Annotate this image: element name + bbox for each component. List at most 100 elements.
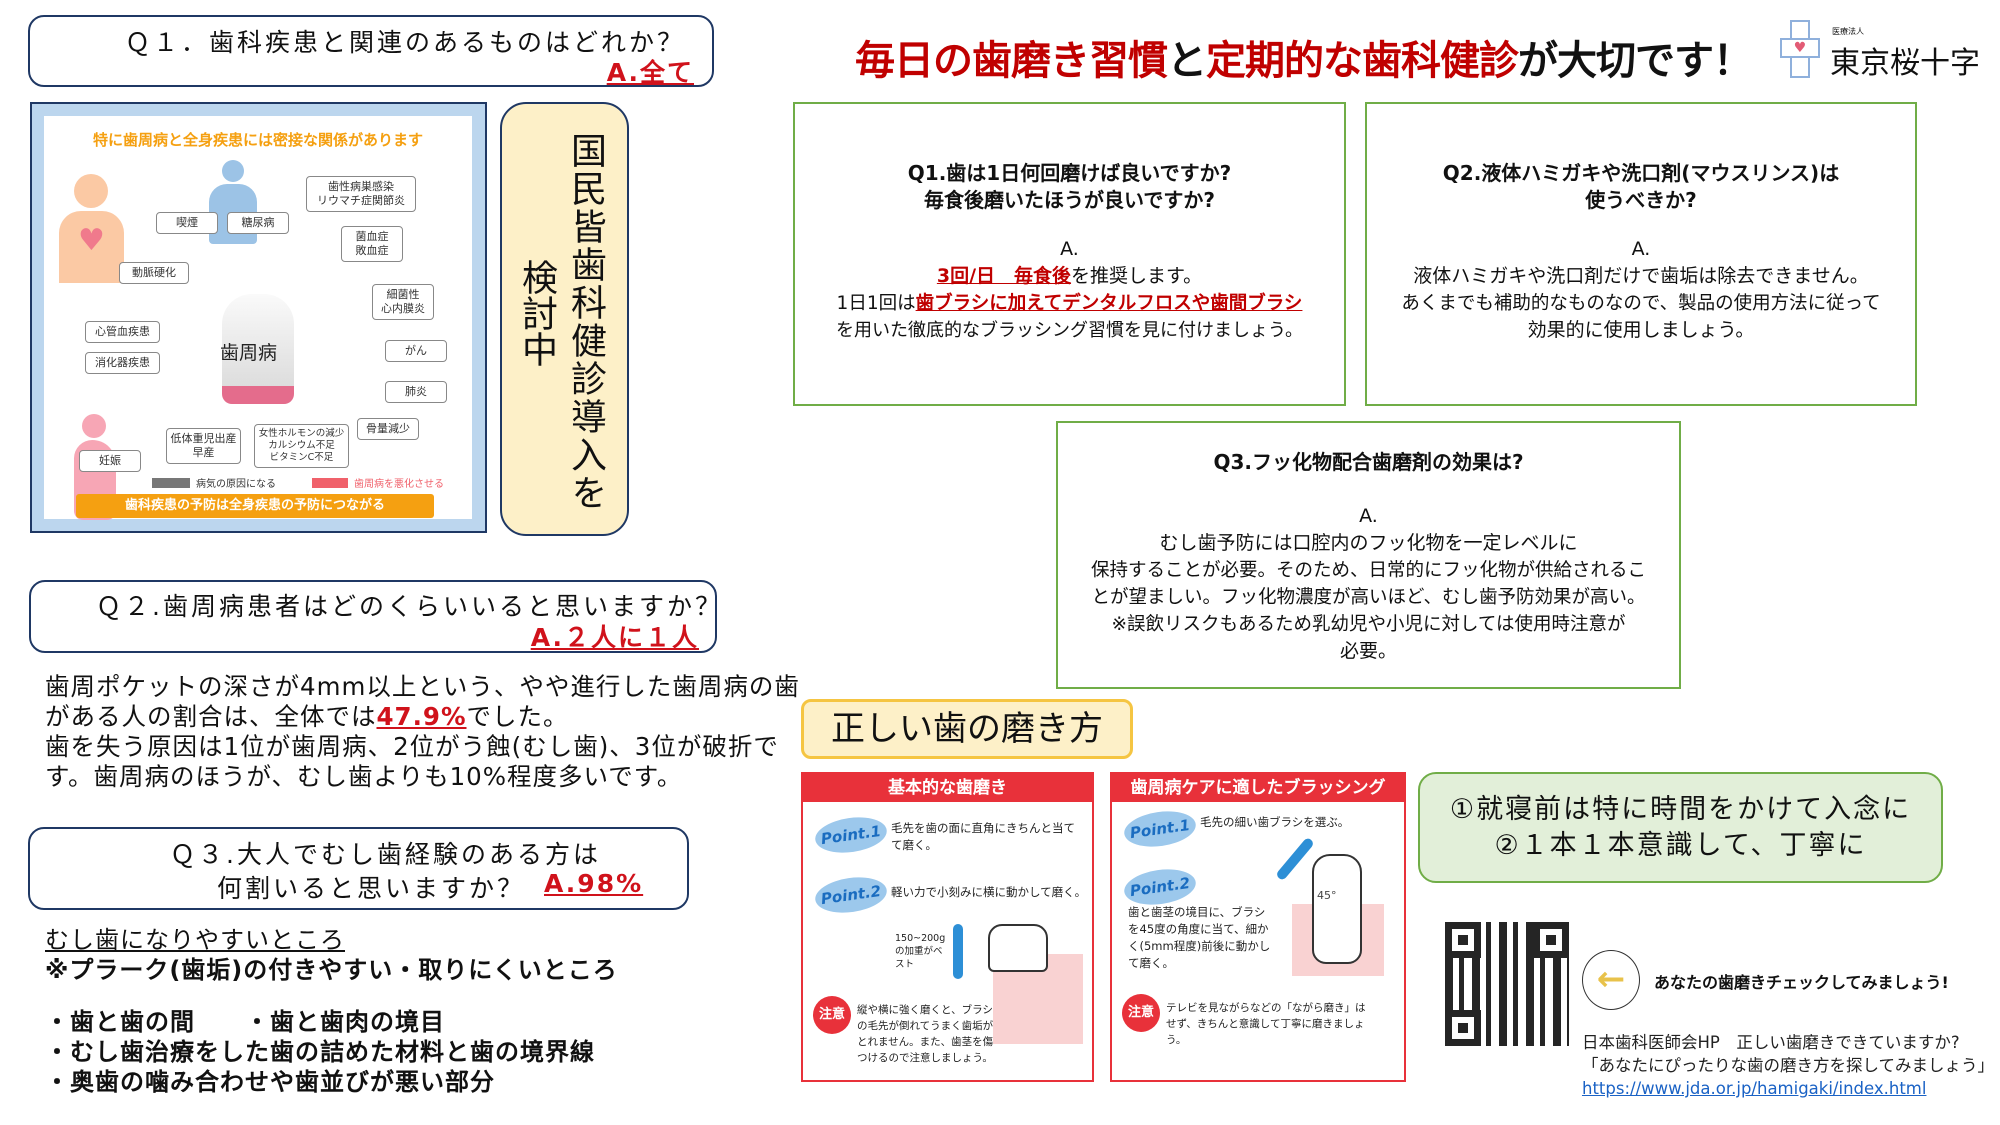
faq-q1-box: Q1.歯は1日何回磨けば良いですか? 毎食後磨いたほうが良いですか? A. 3回… xyxy=(793,102,1346,406)
point-1-text: 毛先を歯の面に直角にきちんと当てて磨く。 xyxy=(891,821,1075,852)
caution-text: 縦や横に強く磨くと、ブラシの毛先が倒れてうまく歯垢がとれません。また、歯茎を傷つ… xyxy=(857,1004,994,1064)
faq-q3-text: むし歯予防には口腔内のフッ化物を一定レベルに xyxy=(1159,532,1578,554)
diagram-title: 特に歯周病と全身疾患には密接な関係があります xyxy=(92,131,423,149)
point-2-badge: Point.2 xyxy=(812,873,890,917)
caution-badge: 注意 xyxy=(813,996,851,1034)
tip-2: ②１本１本意識して、丁寧に xyxy=(1494,830,1867,861)
source-line-1: 日本歯科医師会HP 正しい歯磨きできていますか? xyxy=(1581,1033,1960,1052)
legend-red: 歯周病を悪化させる xyxy=(354,479,444,490)
logo-text: 東京桜十字 xyxy=(1830,46,1980,81)
point-1-badge: Point.1 xyxy=(812,813,890,857)
faq-q2-a: A. xyxy=(1631,238,1651,260)
q3-line2: 何割いると思いますか？ xyxy=(217,874,526,903)
box-endocarditis: 細菌性 心内膜炎 xyxy=(372,284,434,320)
stats-line-1: 歯周ポケットの深さが4mm以上という、やや進行した歯周病の歯 xyxy=(45,672,800,701)
source-line-2: 「あなたにぴったりな歯の磨き方を探してみましょう」 xyxy=(1581,1056,1994,1075)
box-bone-loss: 骨量減少 xyxy=(357,418,419,440)
logo-small-text: 医療法人 xyxy=(1832,27,1864,36)
faq-q2-box: Q2.液体ハミガキや洗口剤(マウスリンス)は 使うべきか? A. 液体ハミガキや… xyxy=(1365,102,1917,406)
caries-item: ・むし歯治療をした歯の詰めた材料と歯の境界線 xyxy=(45,1038,595,1066)
faq-q3-question: Q3.フッ化物配合歯磨剤の効果は? xyxy=(1213,450,1524,474)
heart-person-body: ♥ xyxy=(59,211,124,283)
box-pneumonia: 肺炎 xyxy=(385,381,447,403)
stats-line-3: 歯を失う原因は1位が歯周病、2位がう蝕(むし歯)、3位が破折で xyxy=(45,732,779,761)
point-2-badge: Point.2 xyxy=(1121,865,1199,909)
page-title: 毎日の歯磨き習慣と定期的な歯科健診が大切です！ xyxy=(855,28,1753,86)
stats-text: がある人の割合は、全体では xyxy=(45,702,377,731)
box-smoking: 喫煙 xyxy=(156,212,218,234)
source-info: 日本歯科医師会HP 正しい歯磨きできていますか? 「あなたにぴったりな歯の磨き方… xyxy=(1582,1031,1994,1100)
caution-text: テレビを見ながらなどの「ながら磨き」はせず、きちんと意識して丁寧に磨きましょう。 xyxy=(1166,1002,1366,1046)
faq-q3-text: 保持することが必要。そのため、日常的にフッ化物が供給されるこ xyxy=(1090,560,1646,581)
box-arteriosclerosis: 動脈硬化 xyxy=(119,262,189,284)
title-part: が大切です！ xyxy=(1518,38,1753,84)
faq-q2-text: あくまでも補助的なものなので、製品の使用方法に従って xyxy=(1401,293,1881,314)
faq-q3-a: A. xyxy=(1359,505,1378,527)
toothbrush-icon xyxy=(953,924,963,979)
q2-question: Ｑ２.歯周病患者はどのくらいいると思いますか？ xyxy=(96,592,723,621)
caries-item: ・奥歯の噛み合わせや歯並びが悪い部分 xyxy=(45,1068,495,1096)
pressure-note: 150~200gの加重がベスト xyxy=(895,933,946,970)
cross-logo-bar: ♥ xyxy=(1780,38,1820,58)
legend-gray: 病気の原因になる xyxy=(196,479,276,490)
faq-q1-text: を用いた徹底的なブラッシング習慣を見に付けましょう。 xyxy=(836,320,1303,341)
q1-answer: A.全て xyxy=(606,58,694,87)
faq-q1-highlight: 歯ブラシに加えてデンタルフロスや歯間ブラシ xyxy=(915,293,1303,314)
faq-q3-box: Q3.フッ化物配合歯磨剤の効果は? A. むし歯予防には口腔内のフッ化物を一定レ… xyxy=(1056,421,1681,689)
panel-header: 歯周病ケアに適したブラッシング xyxy=(1112,774,1404,802)
faq-q1-question: Q1.歯は1日何回磨けば良いですか? xyxy=(907,161,1232,185)
logo: ♥ 医療法人 東京桜十字 xyxy=(1780,20,1996,81)
q1-box: Ｑ１．歯科疾患と関連のあるものはどれか？ A.全て xyxy=(28,15,714,87)
arrow-left-icon: ← xyxy=(1582,950,1640,1010)
check-label: あなたの歯磨きチェックしてみましょう! xyxy=(1654,973,1949,992)
box-diabetes: 糖尿病 xyxy=(227,212,289,234)
title-part: 毎日の歯磨き習慣 xyxy=(855,38,1168,84)
faq-q2-question: 使うべきか? xyxy=(1585,188,1697,212)
faq-q1-text: 1日1回は xyxy=(836,293,916,314)
box-sepsis: 菌血症 敗血症 xyxy=(341,226,403,262)
brushing-title: 正しい歯の磨き方 xyxy=(801,699,1133,759)
periodontal-stats: 歯周ポケットの深さが4mm以上という、やや進行した歯周病の歯 がある人の割合は、… xyxy=(45,672,800,792)
faq-q1-question: 毎食後磨いたほうが良いですか? xyxy=(923,188,1215,212)
stats-percentage: 47.9% xyxy=(376,702,467,731)
vertical-note-sub: 検討中 xyxy=(516,259,557,367)
title-part: 定期的な歯科健診 xyxy=(1206,38,1519,84)
caries-heading: むし歯になりやすいところ xyxy=(45,926,345,954)
point-1-badge: Point.1 xyxy=(1121,807,1199,851)
qr-code[interactable] xyxy=(1445,922,1569,1046)
faq-q2-text: 効果的に使用しましょう。 xyxy=(1527,319,1755,341)
box-hormone: 女性ホルモンの減少 カルシウム不足 ビタミンC不足 xyxy=(254,424,349,468)
faq-q1-highlight: 3回/日 毎食後 xyxy=(936,265,1072,287)
tooth-illustration xyxy=(1312,854,1362,964)
faq-q3-text: ※誤飲リスクもあるため乳幼児や小児に対しては使用時注意が xyxy=(1111,614,1626,635)
q3-line1: Ｑ３.大人でむし歯経験のある方は xyxy=(170,840,601,869)
tip-1: ①就寝前は特に時間をかけて入念に xyxy=(1449,794,1912,825)
jda-link[interactable]: https://www.jda.or.jp/hamigaki/index.htm… xyxy=(1581,1079,1927,1098)
box-cardiovascular: 心管血疾患 xyxy=(85,321,160,343)
caries-section: むし歯になりやすいところ ※プラーク(歯垢)の付きやすい・取りにくいところ ・歯… xyxy=(45,925,618,1097)
faq-q1-a: A. xyxy=(1060,238,1079,260)
red-arrow-icon xyxy=(312,478,348,488)
faq-q3-text: とが望ましい。フッ化物濃度が高いほど、むし歯予防効果が高い。 xyxy=(1091,587,1646,608)
point-2-text: 軽い力で小刻みに横に動かして磨く。 xyxy=(891,885,1087,899)
pregnant-woman-icon xyxy=(82,414,106,438)
box-low-birth-weight: 低体重児出産 早産 xyxy=(166,428,241,464)
box-pregnancy: 妊娠 xyxy=(79,450,141,472)
faq-q2-text: 液体ハミガキや洗口剤だけで歯垢は除去できません。 xyxy=(1413,265,1869,287)
tooth-icon xyxy=(222,294,294,404)
perio-brushing-panel: 歯周病ケアに適したブラッシング Point.1 毛先の細い歯ブラシを選ぶ。 Po… xyxy=(1110,772,1406,1082)
point-2-text: 歯と歯茎の境目に、ブラシを45度の角度に当て、細かく(5mm程度)前後に動かして… xyxy=(1128,905,1271,970)
faq-q1-text: を推奨します。 xyxy=(1071,265,1203,287)
stats-line-4: す。歯周病のほうが、むし歯よりも10%程度多いです。 xyxy=(45,762,683,791)
basic-brushing-panel: 基本的な歯磨き Point.1 毛先を歯の面に直角にきちんと当てて磨く。 Poi… xyxy=(801,772,1094,1082)
q3-box: Ｑ３.大人でむし歯経験のある方は 何割いると思いますか？ A.98% xyxy=(28,827,689,910)
brushing-tips-box: ①就寝前は特に時間をかけて入念に ②１本１本意識して、丁寧に xyxy=(1418,772,1943,883)
q1-question: Ｑ１．歯科疾患と関連のあるものはどれか？ xyxy=(125,28,686,57)
angle-label: 45° xyxy=(1317,889,1337,902)
periodontal-diagram: 特に歯周病と全身疾患には密接な関係があります ♥ 歯周病 喫煙 糖尿病 歯性病巣… xyxy=(30,102,487,533)
center-label: 歯周病 xyxy=(220,342,278,364)
man-icon xyxy=(222,160,244,182)
q2-box: Ｑ２.歯周病患者はどのくらいいると思いますか？ A.２人に１人 xyxy=(29,580,720,653)
stats-line-2: がある人の割合は、全体では47.9%でした。 xyxy=(45,702,800,732)
title-part: と xyxy=(1167,38,1207,84)
